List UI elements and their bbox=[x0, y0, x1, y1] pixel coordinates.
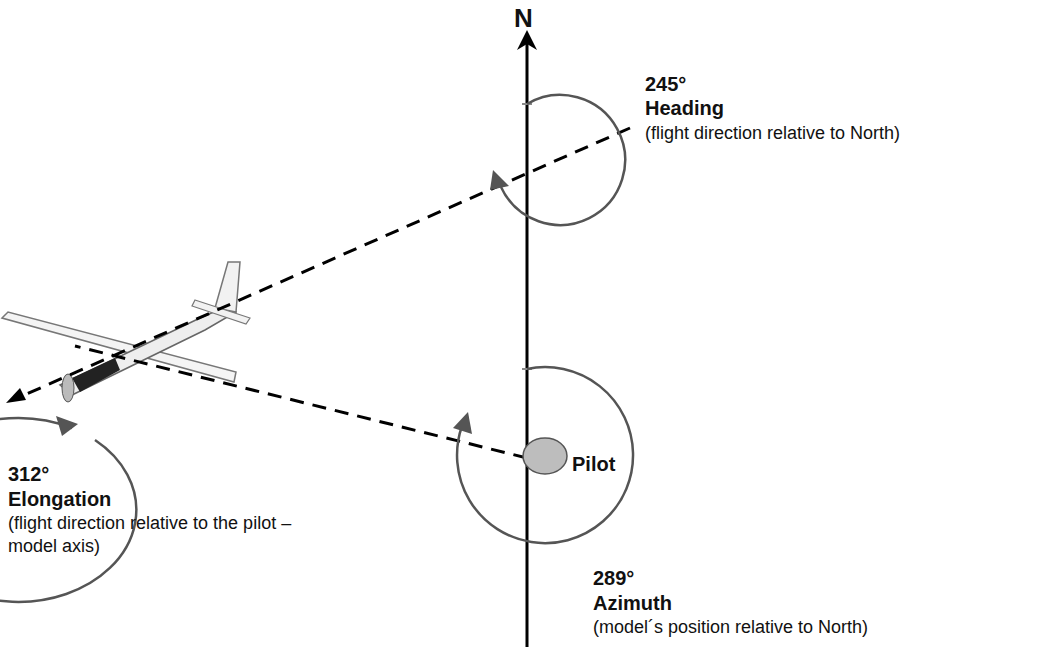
north-axis bbox=[526, 44, 529, 647]
diagram-label: 245° bbox=[645, 72, 686, 97]
diagram-label: 312° bbox=[8, 462, 49, 487]
diagram-label: Elongation bbox=[8, 487, 111, 512]
arc-arrowhead bbox=[56, 416, 78, 436]
diagram-label: (model´s position relative to North) bbox=[593, 616, 868, 639]
diagram-label: Azimuth bbox=[593, 591, 672, 616]
pilot-marker bbox=[523, 438, 567, 474]
diagram-label: Pilot bbox=[572, 452, 615, 477]
diagram-label: Heading bbox=[645, 96, 724, 121]
diagram-label: (flight direction relative to the pilot … bbox=[8, 512, 298, 557]
elongation-arc bbox=[0, 418, 136, 602]
arc-arrowhead bbox=[490, 170, 509, 190]
diagram-label: N bbox=[514, 2, 533, 35]
diagram-label: 289° bbox=[593, 566, 634, 591]
heading-arrowhead bbox=[6, 388, 26, 403]
diagram-label: (flight direction relative to North) bbox=[645, 122, 900, 145]
heading-arc bbox=[501, 95, 625, 225]
arc-arrowhead bbox=[453, 412, 472, 434]
azimuth-arc bbox=[457, 367, 633, 543]
